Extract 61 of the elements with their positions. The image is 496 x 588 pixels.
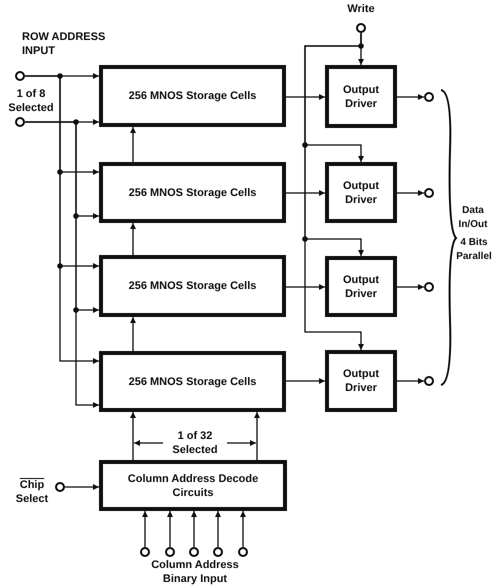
arrow: [130, 412, 136, 460]
terminal-circle: [165, 547, 175, 557]
arrow: [286, 284, 325, 290]
circuit-block: [99, 255, 286, 317]
arrow: [25, 121, 99, 408]
arrow: [397, 94, 424, 100]
block-label: Output Driver: [342, 178, 380, 206]
terminal-circle: [213, 547, 223, 557]
block-label: 256 MNOS Storage Cells: [128, 186, 256, 200]
terminal-circle: [238, 547, 248, 557]
arrow: [167, 511, 173, 547]
chip-select-label: Chip Select: [14, 478, 50, 506]
arrow: [397, 378, 424, 384]
circuit-block: [99, 460, 287, 511]
data-io-label: Data In/Out: [458, 204, 488, 232]
arrow: [142, 511, 148, 547]
arrow: [130, 317, 136, 351]
block-label: 256 MNOS Storage Cells: [128, 89, 256, 103]
arrow: [254, 412, 260, 460]
write-label: Write: [346, 2, 376, 16]
circuit-block: [99, 65, 286, 127]
block-label: 256 MNOS Storage Cells: [128, 374, 256, 388]
circuit-block: [99, 351, 286, 412]
block-label: Output Driver: [342, 82, 380, 110]
block-label: Column Address Decode Circuits: [126, 472, 260, 500]
terminal-circle: [356, 23, 366, 33]
block-label: Output Driver: [342, 272, 380, 300]
terminal-circle: [424, 92, 434, 102]
terminal-circle: [424, 376, 434, 386]
arrow: [286, 190, 325, 196]
terminal-circle: [15, 117, 25, 127]
arrow: [215, 511, 221, 547]
arrow: [240, 511, 246, 547]
arrow: [65, 484, 99, 490]
arrow: [286, 94, 325, 100]
terminal-circle: [15, 71, 25, 81]
row-address-label: ROW ADDRESS INPUT: [22, 30, 106, 58]
bits-parallel-label: 4 Bits Parallel: [455, 236, 493, 264]
terminal-circle: [424, 188, 434, 198]
arrow: [286, 378, 325, 384]
row-select-label: 1 of 8 Selected: [7, 87, 55, 115]
driver-block: [325, 65, 397, 128]
arrow: [397, 284, 424, 290]
column-select-label: 1 of 32 Selected: [171, 429, 219, 457]
arrow: [130, 127, 136, 162]
arrow: [25, 75, 99, 364]
circuit-block: [99, 162, 286, 223]
terminal-circle: [55, 482, 65, 492]
arrow: [304, 33, 364, 350]
driver-block: [325, 162, 397, 223]
driver-block: [325, 256, 397, 317]
terminal-circle: [140, 547, 150, 557]
terminal-circle: [424, 282, 434, 292]
terminal-circle: [189, 547, 199, 557]
arrow: [191, 511, 197, 547]
block-label: 256 MNOS Storage Cells: [128, 279, 256, 293]
arrow: [130, 223, 136, 255]
block-label: Output Driver: [342, 367, 380, 395]
arrow: [397, 190, 424, 196]
driver-block: [325, 350, 397, 412]
column-input-label: Column Address Binary Input: [150, 558, 240, 586]
